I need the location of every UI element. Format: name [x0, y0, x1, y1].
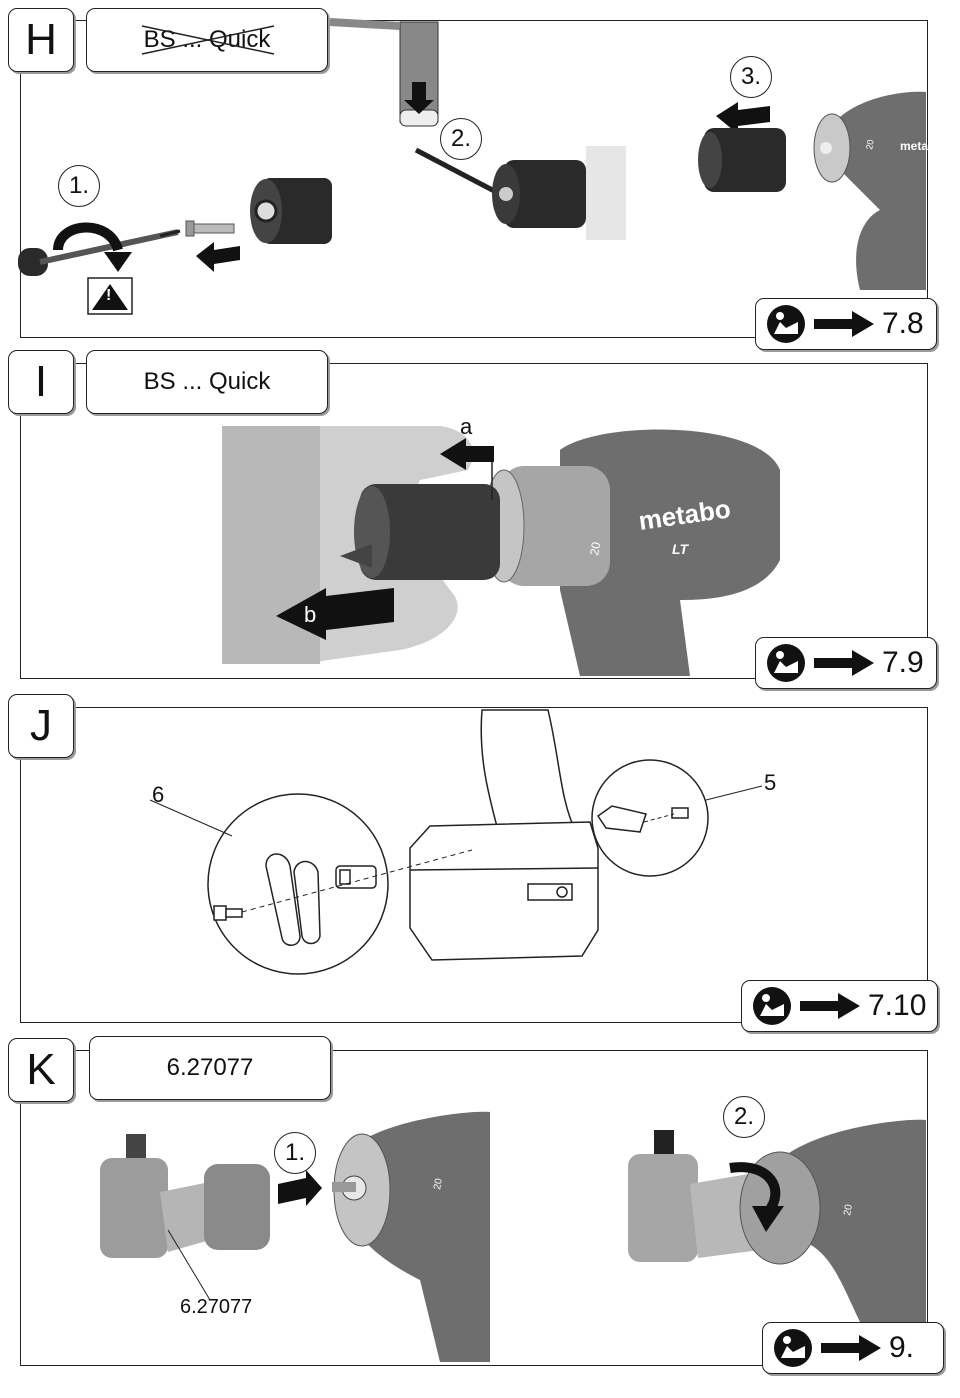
screw-icon: [213, 905, 243, 921]
svg-text:metab: metab: [900, 139, 935, 153]
drill-body-k1: 20: [332, 1111, 490, 1362]
right-arrow-icon: [800, 993, 860, 1019]
drill-body-h: 20 metab: [813, 91, 935, 290]
read-manual-icon: [753, 987, 791, 1025]
left-arrow-icon: [716, 102, 770, 134]
step-1-label: 1.: [274, 1132, 316, 1174]
cross-out-lines: [141, 25, 274, 55]
dial-20-k2: 20: [842, 1203, 855, 1216]
belt-hook-outline: [265, 853, 321, 946]
callout-5: 5: [764, 770, 777, 795]
bit-holder-part: [596, 805, 689, 833]
read-manual-icon: [767, 305, 805, 343]
ref-section: 7.10: [868, 989, 927, 1022]
chuck-step1: [250, 178, 332, 244]
magnifier-right: [591, 759, 709, 877]
panel-h-letter: H: [8, 8, 74, 72]
chuck-i: [340, 484, 500, 580]
panel-k-title: 6.27077: [89, 1036, 331, 1100]
screwdriver-icon: [18, 229, 181, 276]
right-arrow-icon: [814, 650, 874, 676]
right-arrow-icon: [814, 311, 874, 337]
callout-b: b: [304, 602, 317, 627]
battery-pack-outline: [409, 821, 599, 961]
left-arrow-icon: [276, 588, 394, 640]
part-number-label: 6.27077: [180, 1296, 253, 1318]
tool-sub: LT: [672, 541, 690, 557]
dial-20-k1: 20: [432, 1177, 445, 1190]
screw-icon: [185, 220, 235, 237]
left-arrow-icon: [196, 242, 240, 272]
panel-j-illustration: [149, 709, 763, 975]
right-arrow-icon: [278, 1170, 322, 1206]
panel-h-illustration: 20 metab: [18, 18, 935, 315]
panel-k-ref: 9.: [762, 1322, 944, 1374]
drill-body-i: [483, 429, 780, 676]
step-2-label: 2.: [723, 1096, 765, 1138]
crossed-out-title: BS ... Quick: [141, 25, 274, 55]
left-arrow-icon: [440, 438, 494, 470]
angle-adapter-left: [100, 1134, 270, 1258]
panel-j-ref: 7.10: [741, 980, 938, 1032]
ref-section: 7.8: [882, 307, 924, 340]
panel-i-letter: I: [8, 350, 74, 414]
panel-h-ref: 7.8: [755, 298, 937, 350]
rotate-arrow-icon: [53, 222, 123, 252]
panel-i-illustration: metabo LT 20: [222, 426, 780, 676]
belt-clip-part: [335, 865, 377, 889]
angle-adapter-right: [628, 1130, 760, 1262]
step-3-label: 3.: [730, 56, 772, 98]
panel-j-letter: J: [8, 694, 74, 758]
step-2-label: 2.: [440, 118, 482, 160]
warning-mark: !: [106, 287, 112, 304]
panel-i-ref: 7.9: [755, 637, 937, 689]
read-manual-icon: [767, 644, 805, 682]
dial-20: 20: [587, 541, 603, 557]
right-arrow-icon: [821, 1335, 881, 1361]
rotate-arrow-icon: [729, 1162, 781, 1216]
warning-triangle-icon: [87, 277, 133, 315]
ref-section: 9.: [889, 1331, 915, 1364]
ref-section: 7.9: [882, 646, 924, 679]
panel-h-title: BS ... Quick: [86, 8, 328, 72]
panel-i-title: BS ... Quick: [86, 350, 328, 414]
down-arrow-icon: [404, 82, 434, 114]
panel-k-letter: K: [8, 1038, 74, 1102]
svg-text:20: 20: [864, 139, 876, 151]
hex-key-icon: [329, 18, 502, 197]
callout-6: 6: [152, 782, 165, 807]
chuck-step3: [698, 128, 786, 192]
callout-a: a: [460, 414, 473, 439]
chuck-step2: [492, 146, 626, 240]
read-manual-icon: [774, 1329, 812, 1367]
step-1-label: 1.: [58, 165, 100, 207]
magnifier-left: [207, 793, 389, 975]
